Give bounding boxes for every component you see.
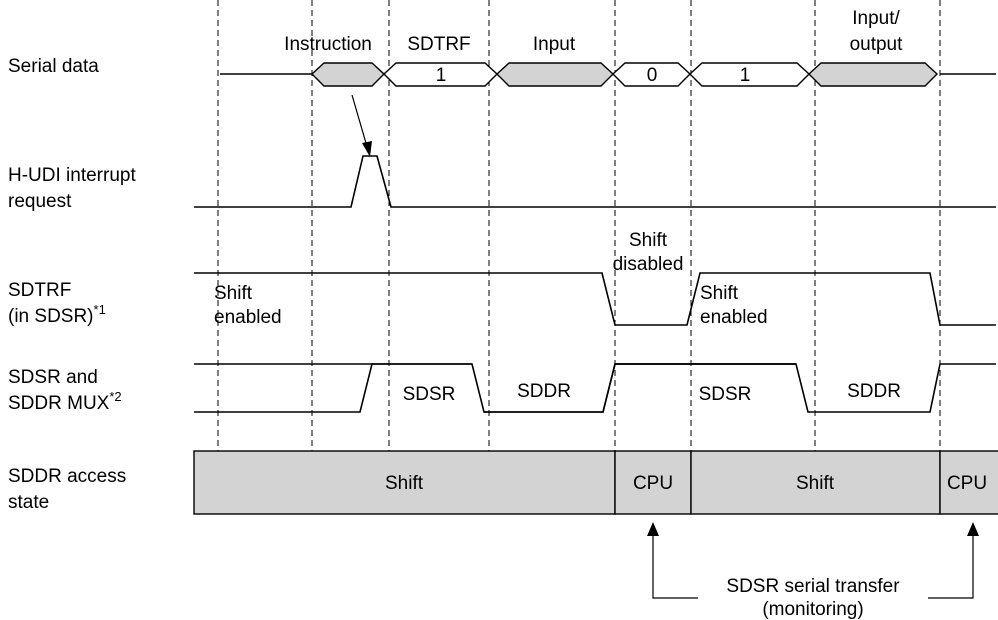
monitor-bracket-right [928, 530, 974, 599]
access-cpu-1 [614, 450, 692, 515]
monitor-label-2: (monitoring) [762, 599, 863, 620]
row-label-mux-1: SDSR and [8, 367, 98, 388]
arrow-line [351, 94, 369, 151]
row-label-access-1: SDDR access [8, 466, 126, 487]
row-label-sdtrf-1: SDTRF [8, 280, 71, 301]
row-label-hudi-1: H-UDI interrupt [8, 165, 136, 186]
hudi-interrupt-waveform [194, 155, 996, 208]
row-label-mux-2: SDDR MUX*2 [8, 389, 122, 414]
monitor-bracket-left [652, 530, 698, 599]
sdtrf-row: Shift enabled Shift disabled Shift enabl… [194, 230, 996, 328]
mux-waveform-bottom-1 [194, 363, 472, 413]
input-label: Input [533, 34, 576, 55]
mux-sddr-2: SDDR [847, 381, 901, 402]
access-row: Shift CPU Shift CPU [193, 450, 998, 515]
mux-sdsr-2: SDSR [699, 384, 752, 405]
arrow-head [362, 141, 372, 157]
mux-row: SDSR SDDR SDSR SDDR [194, 363, 996, 413]
instruction-to-interrupt-arrow [351, 94, 372, 157]
shift-enabled-2-l2: enabled [700, 307, 768, 328]
monitor-arrow-right [967, 522, 979, 536]
row-label-sdtrf-2: (in SDSR)*1 [8, 302, 106, 327]
access-cpu-2 [939, 450, 998, 515]
mux-sddr-1: SDDR [517, 381, 571, 402]
row-label-access-2: state [8, 492, 49, 513]
io-label-2: output [850, 34, 904, 55]
monitor-arrow-left [647, 522, 659, 536]
input-cell [495, 62, 615, 87]
serial-data-row: 1 0 1 Instruction SDTRF Input Input/ out… [220, 8, 996, 87]
sdtrf-waveform [194, 272, 996, 326]
zero-cell-value: 0 [647, 65, 658, 86]
monitor-label-1: SDSR serial transfer [726, 576, 900, 597]
row-label-hudi-2: request [8, 191, 72, 212]
one-cell-value: 1 [740, 65, 751, 86]
shift-disabled-l2: disabled [613, 254, 684, 275]
access-shift-2-label: Shift [796, 473, 835, 494]
sdtrf-cell-value: 1 [436, 65, 447, 86]
access-cpu-1-label: CPU [633, 473, 673, 494]
access-shift-2 [690, 450, 941, 515]
access-shift-1-label: Shift [385, 473, 424, 494]
io-label-1: Input/ [852, 8, 900, 29]
guide-lines [217, 0, 941, 460]
mux-sdsr-1: SDSR [403, 384, 456, 405]
instruction-label: Instruction [284, 34, 372, 55]
shift-disabled-l1: Shift [629, 230, 668, 251]
shift-enabled-2-l1: Shift [700, 283, 739, 304]
instruction-cell [310, 62, 386, 87]
shift-enabled-1-l1: Shift [214, 283, 253, 304]
io-cell [807, 62, 939, 87]
row-label-serial-data: Serial data [8, 56, 99, 77]
shift-enabled-1-l2: enabled [214, 307, 282, 328]
access-cpu-2-label: CPU [947, 473, 987, 494]
sdtrf-label: SDTRF [407, 34, 470, 55]
monitoring-annotation: SDSR serial transfer (monitoring) [647, 522, 979, 620]
